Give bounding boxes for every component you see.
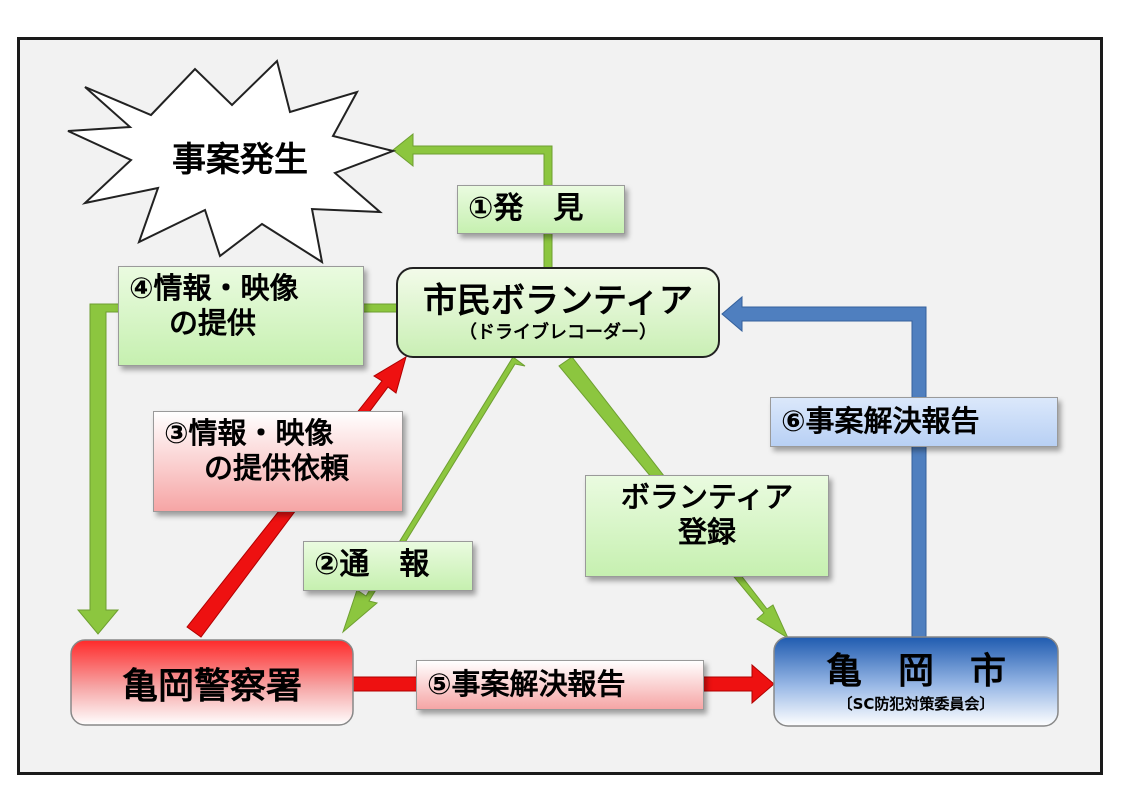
label-registration-line1: ボランティア [620, 480, 794, 514]
city-node: 亀 岡 市 〔SC防犯対策委員会〕 [774, 637, 1058, 726]
volunteer-box-shape [396, 267, 720, 358]
police-box-shape [70, 639, 354, 726]
city-title: 亀 岡 市 [825, 650, 1006, 692]
label-discovery-text: ①発 見 [468, 191, 584, 226]
label-result-to-volunteer: ⑥事案解決報告 [770, 397, 1058, 447]
arrow-result-to-volunteer [721, 295, 927, 638]
label-discovery: ①発 見 [457, 185, 625, 234]
volunteer-node: 市民ボランティア （ドライブレコーダー） [397, 268, 719, 357]
label-request-line2: の提供依頼 [204, 450, 350, 485]
label-result-to-city: ⑤事案解決報告 [416, 660, 704, 710]
label-provide-line1: ④情報・映像 [129, 271, 299, 305]
event-text: 事案発生 [172, 139, 308, 180]
label-request: ③情報・映像 の提供依頼 [153, 411, 403, 512]
label-registration: ボランティア 登録 [585, 475, 829, 577]
volunteer-title: 市民ボランティア [423, 280, 693, 321]
label-registration-line2: 登録 [677, 514, 736, 549]
label-request-line1: ③情報・映像 [164, 416, 334, 450]
label-result-to-city-text: ⑤事案解決報告 [427, 667, 626, 701]
city-subtitle: 〔SC防犯対策委員会〕 [837, 694, 995, 713]
label-provide-info: ④情報・映像 の提供 [118, 266, 364, 366]
label-provide-line2: の提供 [169, 305, 257, 340]
event-starburst [67, 59, 397, 265]
label-result-to-volunteer-text: ⑥事案解決報告 [781, 404, 980, 438]
police-node: 亀岡警察署 [71, 640, 353, 725]
city-box-shape [773, 636, 1059, 727]
label-report-text: ②通 報 [314, 547, 430, 582]
volunteer-subtitle: （ドライブレコーダー） [459, 321, 657, 343]
police-title: 亀岡警察署 [121, 665, 302, 707]
event-label: 事案発生 [150, 128, 330, 184]
label-report: ②通 報 [303, 541, 473, 591]
